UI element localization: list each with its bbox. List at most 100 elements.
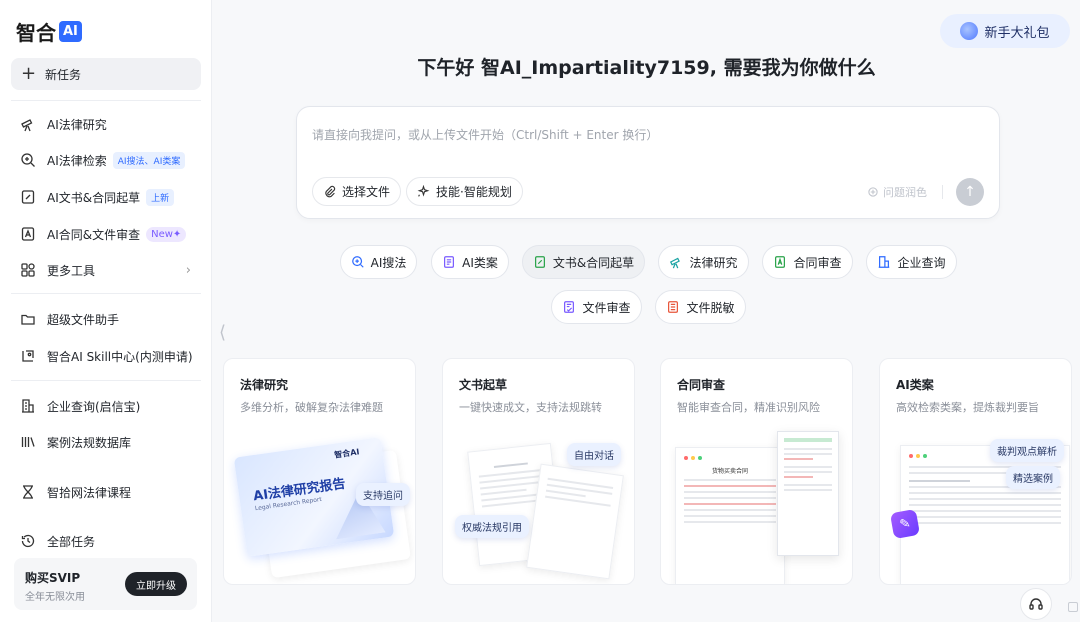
card-subtitle: 多维分析，破解复杂法律难题 xyxy=(240,401,383,414)
contract-doc: 货物买卖合同 xyxy=(675,447,785,584)
skills-button[interactable]: 技能·智能规划 xyxy=(406,177,523,206)
prompt-box[interactable]: 请直接向我提问，或从上传文件开始（Ctrl/Shift + Enter 换行） … xyxy=(296,106,1000,219)
feature-badge: 权威法规引用 xyxy=(455,515,529,538)
feature-badge: 精选案例 xyxy=(1006,466,1060,489)
quick-ai-cases[interactable]: AI类案 xyxy=(431,245,509,279)
file-mask-icon xyxy=(668,301,679,313)
collapse-sidebar-icon[interactable]: ⟨ xyxy=(219,322,227,343)
svip-title: 购买SVIP xyxy=(25,571,81,585)
quick-label: 文件审查 xyxy=(582,300,631,315)
feature-badge: 支持追问 xyxy=(356,483,410,506)
choose-file-button[interactable]: 选择文件 xyxy=(312,177,402,206)
ai-case-logo-icon: ✎ xyxy=(889,508,921,540)
sidebar-item-all-tasks[interactable]: 全部任务 xyxy=(11,526,201,556)
gift-button[interactable]: 新手大礼包 xyxy=(940,14,1070,48)
quick-label: 文书&合同起草 xyxy=(552,255,635,270)
brand-name: 智合 xyxy=(16,21,56,45)
customer-service-button[interactable] xyxy=(1020,588,1052,620)
gift-label: 新手大礼包 xyxy=(984,25,1050,41)
review-panel xyxy=(777,431,839,556)
card-title: 文书起草 xyxy=(459,378,508,392)
svip-subtitle: 全年无限次用 xyxy=(25,592,85,603)
building-icon xyxy=(19,397,37,415)
quick-label: AI搜法 xyxy=(370,255,407,270)
skill-icon xyxy=(19,347,37,365)
card-title: 法律研究 xyxy=(240,378,289,392)
card-drafting[interactable]: 文书起草 一键快速成文，支持法规跳转 自由对话 权威法规引用 xyxy=(442,358,635,585)
edit-doc-icon xyxy=(534,256,545,268)
card-title: AI类案 xyxy=(896,378,934,392)
new-tag: New✦ xyxy=(146,226,187,242)
sidebar-item-label: 全部任务 xyxy=(47,534,96,549)
sidebar-item-label: 案例法规数据库 xyxy=(47,435,132,450)
sidebar-item-company-query[interactable]: 企业查询(启信宝) xyxy=(11,391,201,421)
paperclip-icon xyxy=(325,185,336,198)
quick-legal-research[interactable]: 法律研究 xyxy=(658,245,749,279)
main-area: ⟨ 新手大礼包 下午好 智AI_Impartiality7159, 需要我为你做… xyxy=(213,0,1080,622)
sidebar-item-legal-search[interactable]: AI法律检索 AI搜法、AI类案 xyxy=(11,145,201,175)
card-contract-review[interactable]: 合同审查 智能审查合同，精准识别风险 货物买卖合同 xyxy=(660,358,853,585)
prompt-placeholder[interactable]: 请直接向我提问，或从上传文件开始（Ctrl/Shift + Enter 换行） xyxy=(312,128,659,142)
greeting: 下午好 智AI_Impartiality7159, 需要我为你做什么 xyxy=(417,57,876,79)
sidebar-item-case-database[interactable]: 案例法规数据库 xyxy=(11,427,201,457)
apps-icon xyxy=(19,261,37,279)
contract-doc-title: 货物买卖合同 xyxy=(711,468,748,475)
sidebar-item-skill-center[interactable]: 智合AI Skill中心(内测申请) xyxy=(11,341,201,371)
sidebar-item-courses[interactable]: 智拾网法律课程 xyxy=(11,477,201,507)
file-check-icon xyxy=(564,301,575,313)
building-icon xyxy=(879,256,890,268)
quick-label: 合同审查 xyxy=(793,255,842,270)
card-subtitle: 高效检索类案，提炼裁判要旨 xyxy=(896,401,1039,414)
sidebar-item-review[interactable]: AI合同&文件审查 New✦ xyxy=(11,219,201,249)
sidebar-item-label: AI文书&合同起草 xyxy=(47,190,141,205)
card-ai-cases[interactable]: AI类案 高效检索类案，提炼裁判要旨 裁判观点解析 精选案例 ✎ xyxy=(879,358,1072,585)
polish-button[interactable]: 问题润色 xyxy=(867,184,927,200)
feature-badge: 自由对话 xyxy=(567,443,621,466)
folder-icon xyxy=(19,310,37,328)
hourglass-icon xyxy=(19,483,37,501)
contract-icon xyxy=(775,256,786,268)
brand-logo[interactable]: 智合 AI xyxy=(16,17,82,46)
polish-label: 问题润色 xyxy=(883,186,927,199)
quick-label: 法律研究 xyxy=(689,255,738,270)
doc-review-icon xyxy=(19,225,37,243)
arrow-up-icon: ↑ xyxy=(964,184,976,200)
send-button[interactable]: ↑ xyxy=(956,178,984,206)
quick-company-query[interactable]: 企业查询 xyxy=(866,245,957,279)
telescope-icon xyxy=(19,115,37,133)
sidebar: 智合 AI + 新任务 AI法律研究 AI法律检索 AI搜法、AI类案 AI文书… xyxy=(0,0,212,622)
card-subtitle: 智能审查合同，精准识别风险 xyxy=(677,401,820,414)
draft-sheet-2 xyxy=(526,463,624,580)
divider xyxy=(942,185,943,199)
brand-ai-badge: AI xyxy=(59,21,82,42)
library-icon xyxy=(19,433,37,451)
upgrade-button[interactable]: 立即升级 xyxy=(125,572,187,596)
sidebar-item-label: AI法律研究 xyxy=(47,117,107,132)
report-logo: 智合AI xyxy=(333,447,360,460)
new-task-label: 新任务 xyxy=(45,67,82,82)
search-icon xyxy=(351,256,364,268)
plus-icon: + xyxy=(21,63,37,84)
edit-doc-icon xyxy=(19,188,37,206)
new-task-button[interactable]: + 新任务 xyxy=(11,58,201,90)
sidebar-item-label: 智合AI Skill中心(内测申请) xyxy=(47,349,193,364)
polish-icon xyxy=(868,187,878,197)
quick-drafting[interactable]: 文书&合同起草 xyxy=(522,245,645,279)
sidebar-item-label: AI法律检索 xyxy=(47,153,107,168)
sidebar-item-drafting[interactable]: AI文书&合同起草 上新 xyxy=(11,182,201,212)
corner-icon xyxy=(1068,602,1078,612)
quick-ai-search-law[interactable]: AI搜法 xyxy=(340,245,417,279)
quick-file-review[interactable]: 文件审查 xyxy=(551,290,642,324)
headset-icon xyxy=(1029,598,1043,610)
sidebar-item-legal-research[interactable]: AI法律研究 xyxy=(11,109,201,139)
quick-file-desensitize[interactable]: 文件脱敏 xyxy=(655,290,746,324)
sidebar-item-label: 企业查询(启信宝) xyxy=(47,399,141,414)
quick-label: 文件脱敏 xyxy=(686,300,735,315)
choose-file-label: 选择文件 xyxy=(342,185,391,199)
quick-contract-review[interactable]: 合同审查 xyxy=(762,245,853,279)
new-tag: 上新 xyxy=(146,188,175,206)
search-plus-icon xyxy=(19,151,37,169)
sidebar-item-file-assistant[interactable]: 超级文件助手 xyxy=(11,304,201,334)
card-legal-research[interactable]: 法律研究 多维分析，破解复杂法律难题 智合AI AI法律研究报告 Legal R… xyxy=(223,358,416,585)
sidebar-item-more-tools[interactable]: 更多工具 › xyxy=(11,255,201,285)
